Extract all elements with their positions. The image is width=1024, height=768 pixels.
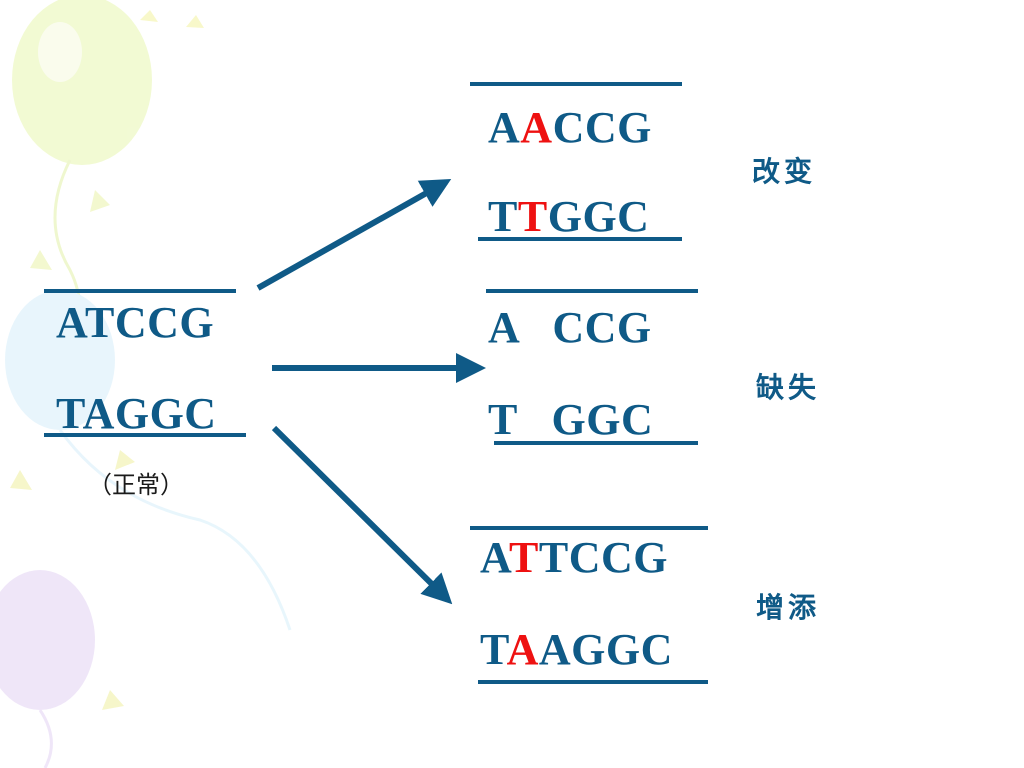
balloon-blue	[5, 290, 115, 430]
deletion-bottom-rule	[494, 441, 698, 445]
balloon-purple	[0, 570, 95, 710]
arrow-to-substitution	[256, 179, 452, 291]
insertion-label: 增添	[756, 591, 821, 624]
normal-top-rule	[44, 289, 236, 293]
normal-top-strand: ATCCG	[56, 298, 215, 347]
normal-bottom-rule	[44, 433, 246, 437]
substitution-top-strand: AACCG	[488, 103, 652, 152]
substitution-top-rule	[470, 82, 682, 86]
insertion-top-rule	[470, 526, 708, 530]
substitution-bottom-rule	[478, 237, 682, 241]
insertion-bottom-rule	[478, 680, 708, 684]
deletion-label: 缺失	[756, 371, 821, 404]
substituted-base: A	[520, 103, 553, 152]
insertion-bottom-strand: TAAGGC	[480, 625, 673, 674]
substitution-label: 改变	[752, 155, 817, 188]
insertion-top-strand: ATTCCG	[480, 533, 668, 582]
deletion-bottom-strand: T GGC	[488, 395, 654, 444]
substituted-base-pair: T	[517, 192, 548, 241]
deletion-top-rule	[486, 289, 698, 293]
normal-bottom-strand: TAGGC	[56, 389, 217, 438]
arrow-to-insertion	[271, 425, 453, 605]
normal-label: （正常）	[88, 471, 184, 499]
inserted-base: T	[509, 533, 539, 582]
substitution-bottom-strand: TTGGC	[488, 192, 650, 241]
deletion-top-strand: A CCG	[488, 303, 652, 352]
inserted-base-pair: A	[506, 625, 539, 674]
